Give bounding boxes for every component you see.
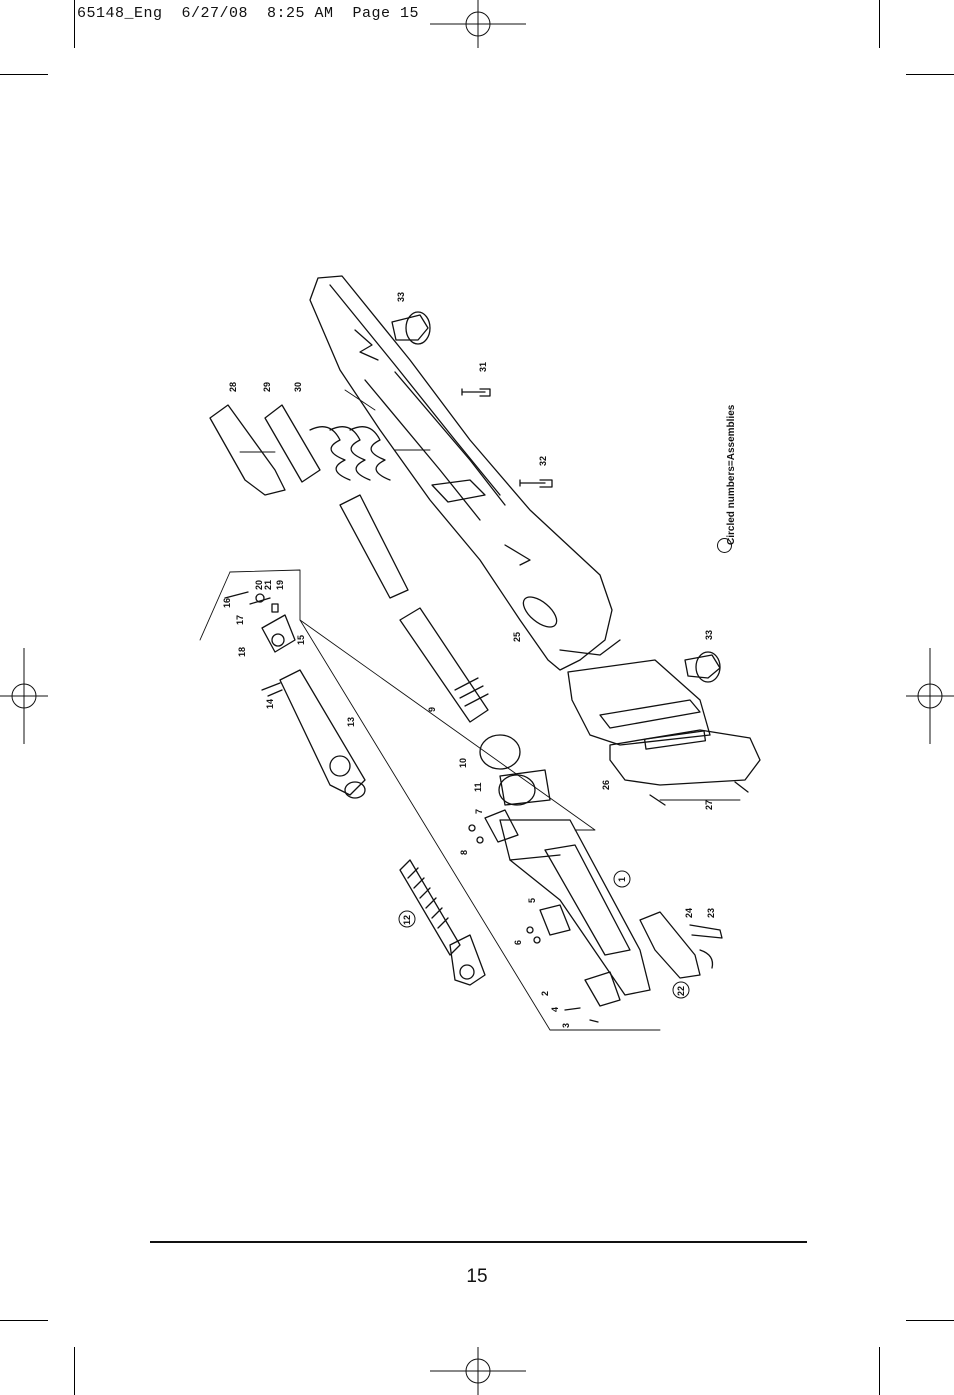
part-label-20: 20 [254, 580, 264, 590]
part-label-24: 24 [684, 908, 694, 918]
part-label-14: 14 [265, 699, 275, 709]
stock-drawing [309, 275, 761, 786]
crop-mark-top-left-v [74, 0, 75, 48]
crop-mark-bottom-right-h [906, 1320, 954, 1321]
legend-caption: Circled numbers=Assemblies [726, 404, 737, 545]
part-label-19: 19 [275, 580, 285, 590]
bolt-assembly-drawing [399, 859, 486, 986]
part-label-3: 3 [561, 1023, 571, 1028]
part-label-2: 2 [540, 991, 550, 996]
sling-swivel-drawing [391, 311, 721, 683]
registration-mark-left [0, 648, 48, 744]
leader-lines [199, 389, 741, 1031]
part-label-11: 11 [473, 782, 483, 792]
part-label-32: 32 [538, 456, 548, 466]
screws-drawing [461, 388, 749, 806]
crop-mark-top-right-h [906, 74, 954, 75]
registration-mark-right [906, 648, 954, 744]
part-label-21: 21 [263, 580, 273, 590]
crop-mark-top-left-h [0, 74, 48, 75]
part-label-27: 27 [704, 800, 714, 810]
assembly-label-1: 1 [617, 877, 627, 882]
part-label-13: 13 [346, 717, 356, 727]
legend-circle-icon [717, 538, 732, 553]
part-label-6: 6 [513, 940, 523, 945]
part-label-16: 16 [222, 598, 232, 608]
assembly-label-22: 22 [676, 986, 686, 996]
part-label-9: 9 [427, 707, 437, 712]
part-label-25: 25 [512, 632, 522, 642]
footer-rule [150, 1241, 807, 1243]
part-label-15: 15 [296, 635, 306, 645]
crop-mark-bottom-right-v [879, 1347, 880, 1395]
registration-mark-bottom [430, 1347, 526, 1395]
part-label-17: 17 [235, 615, 245, 625]
part-label-33-top: 33 [396, 292, 406, 302]
magazine-drawing [209, 404, 391, 496]
crop-mark-bottom-left-h [0, 1320, 48, 1321]
part-label-28: 28 [228, 382, 238, 392]
part-label-10: 10 [458, 758, 468, 768]
part-label-30: 30 [293, 382, 303, 392]
part-label-31: 31 [478, 362, 488, 372]
crop-mark-top-right-v [879, 0, 880, 48]
page-number: 15 [466, 1266, 488, 1287]
registration-mark-top [430, 0, 526, 48]
trigger-assembly-drawing [639, 911, 723, 979]
part-label-7: 7 [474, 809, 484, 814]
part-label-5: 5 [527, 898, 537, 903]
part-label-23: 23 [706, 908, 716, 918]
assembly-label-12: 12 [402, 915, 412, 925]
part-label-33-bottom: 33 [704, 630, 714, 640]
part-label-18: 18 [237, 647, 247, 657]
part-label-4: 4 [550, 1007, 560, 1012]
part-label-26: 26 [601, 780, 611, 790]
part-label-8: 8 [459, 850, 469, 855]
crop-mark-bottom-left-v [74, 1347, 75, 1395]
part-label-29: 29 [262, 382, 272, 392]
small-parts-drawing [468, 809, 621, 1023]
receiver-drawing [499, 819, 651, 996]
magazine-tube-drawing [224, 591, 366, 799]
print-slug: 65148_Eng 6/27/08 8:25 AM Page 15 [77, 5, 420, 22]
barrel-drawing [339, 494, 551, 806]
